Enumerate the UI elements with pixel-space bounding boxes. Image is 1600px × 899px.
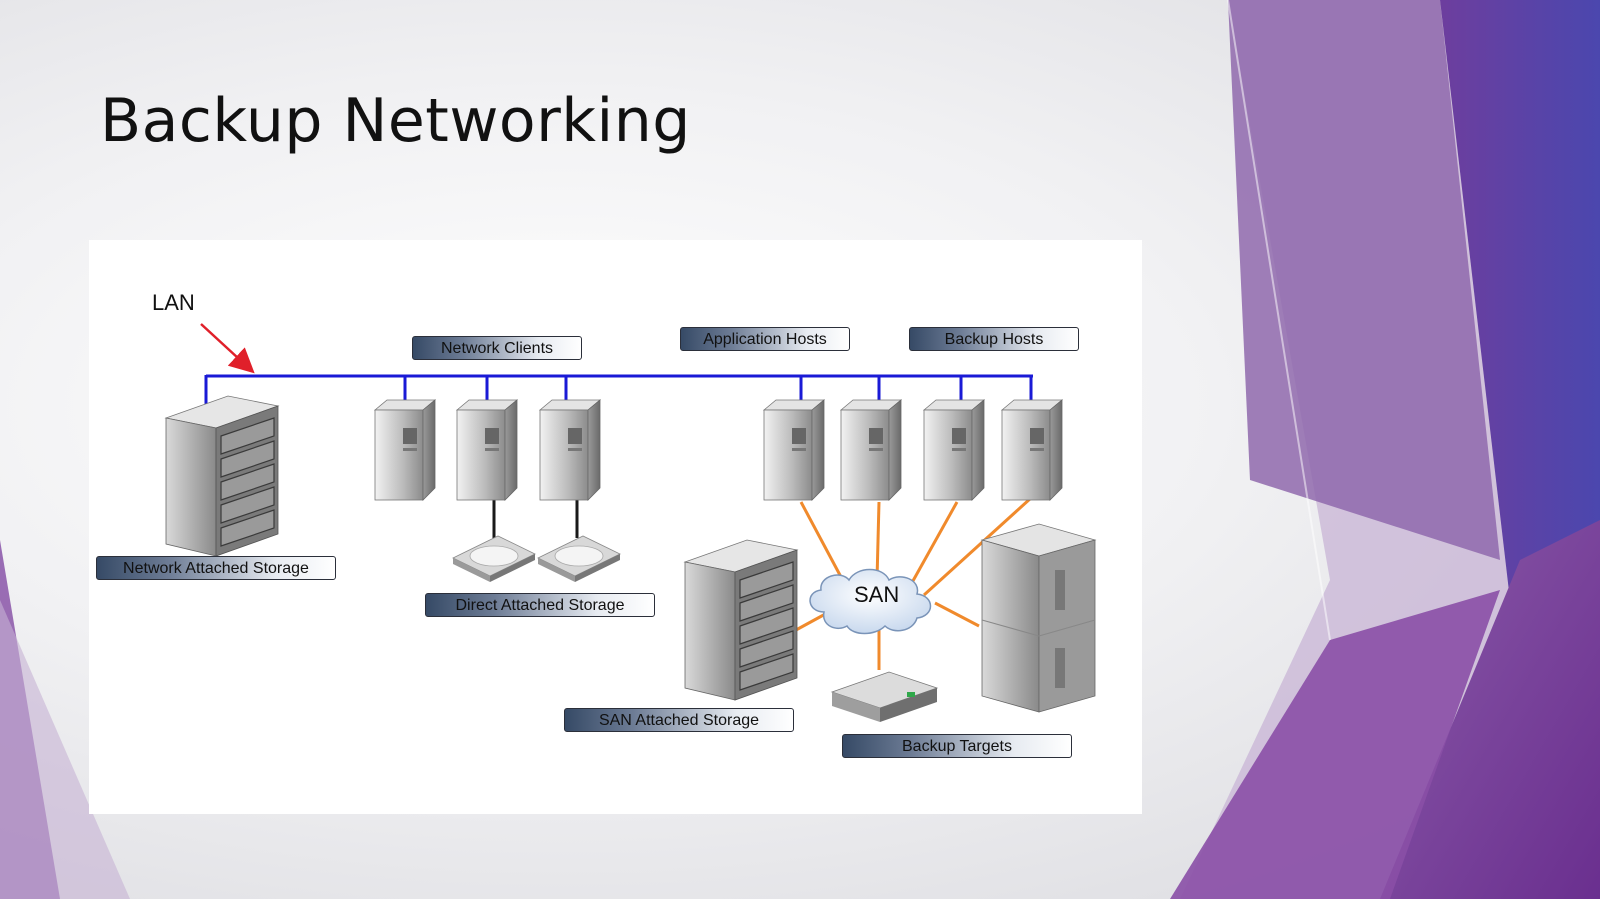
network-client-server-icon	[374, 399, 436, 501]
network-clients-label: Network Clients	[412, 336, 582, 360]
application-host-server-icon	[840, 399, 902, 501]
direct-attached-disk-icon	[537, 535, 621, 583]
network-client-server-icon	[539, 399, 601, 501]
direct-attached-disk-icon	[452, 535, 536, 583]
san-label: SAN	[854, 582, 900, 607]
diagram-panel: LAN SAN Network Clients Application Host…	[89, 240, 1142, 814]
right-shape-blue	[1440, 0, 1600, 600]
backup-target-appliance-icon	[830, 671, 939, 722]
right-shape-violet	[1170, 590, 1500, 899]
lan-label: LAN	[152, 290, 195, 315]
backup-host-server-icon	[1001, 399, 1063, 501]
das-cables	[492, 498, 579, 540]
application-host-server-icon	[763, 399, 825, 501]
san-attached-storage-icon	[684, 539, 798, 701]
application-hosts-label: Application Hosts	[680, 327, 850, 351]
left-shape-light	[0, 600, 130, 899]
lan-arrow	[200, 323, 255, 374]
slide-title: Backup Networking	[100, 86, 691, 156]
san-attached-storage-label: SAN Attached Storage	[564, 708, 794, 732]
direct-attached-storage-label: Direct Attached Storage	[425, 593, 655, 617]
right-shape-purple-low	[1380, 520, 1600, 899]
backup-hosts-label: Backup Hosts	[909, 327, 1079, 351]
network-client-server-icon	[456, 399, 518, 501]
backup-network-diagram	[165, 323, 1097, 722]
backup-host-server-icon	[923, 399, 985, 501]
tape-library-icon	[980, 523, 1097, 713]
lan-drops	[204, 375, 1033, 416]
network-attached-storage-label: Network Attached Storage	[96, 556, 336, 580]
backup-targets-label: Backup Targets	[842, 734, 1072, 758]
san-links	[795, 496, 1033, 670]
san-cloud-icon	[809, 568, 932, 635]
network-attached-storage-icon	[165, 395, 279, 557]
right-shape-mid	[1228, 0, 1500, 560]
